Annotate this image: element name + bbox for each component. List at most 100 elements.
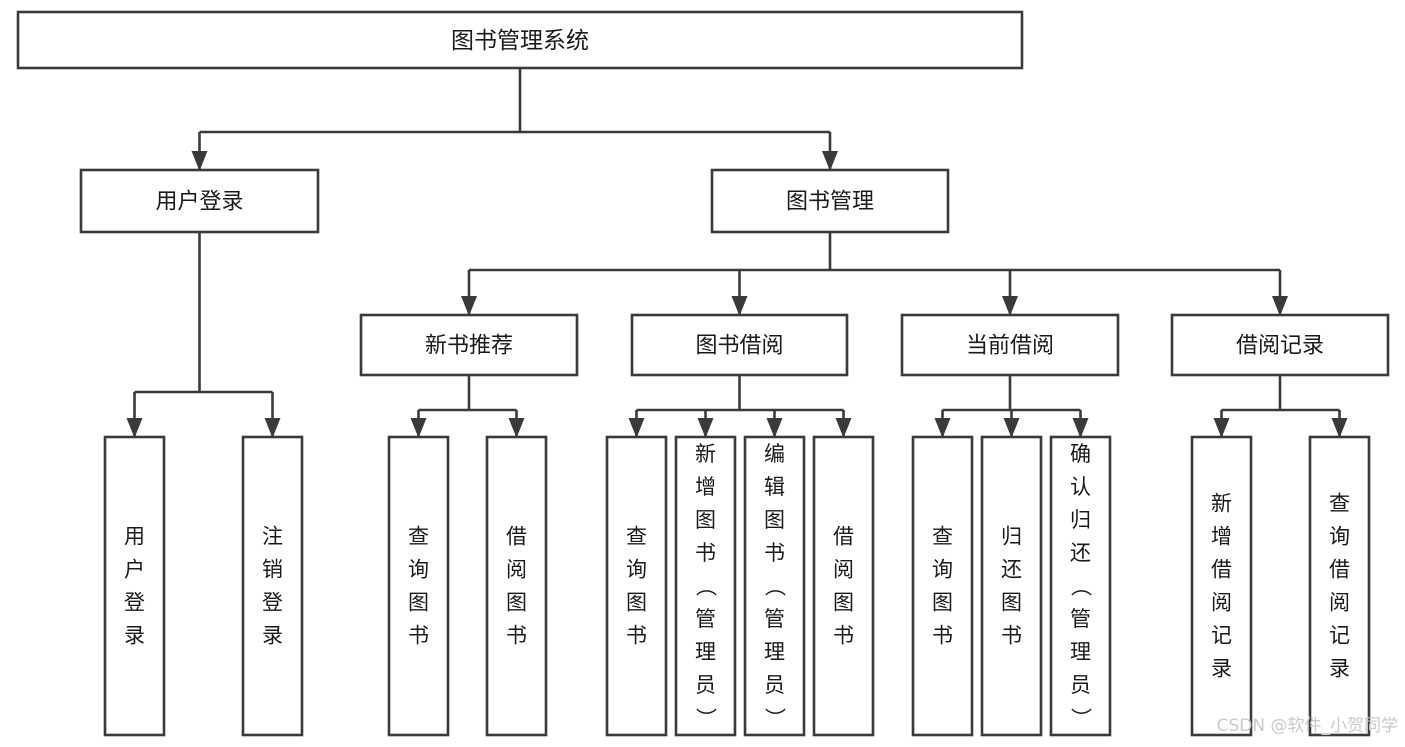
l2-1-arrow-1 bbox=[697, 418, 714, 438]
svg-text:借: 借 bbox=[1329, 558, 1350, 582]
l2-2-arrow-2 bbox=[1072, 418, 1089, 438]
node-level1-1 bbox=[710, 168, 950, 234]
level2-label-3: 借阅记录 bbox=[1236, 334, 1324, 359]
svg-text:增: 增 bbox=[1211, 525, 1232, 549]
svg-text:书: 书 bbox=[408, 624, 429, 648]
svg-text:图: 图 bbox=[695, 508, 716, 532]
node-level2-1 bbox=[630, 313, 849, 377]
svg-text:借: 借 bbox=[506, 525, 527, 549]
svg-text:（: （ bbox=[763, 576, 787, 597]
bookmgmt-arrow-0 bbox=[461, 296, 477, 316]
svg-text:员: 员 bbox=[1070, 673, 1091, 697]
svg-text:查: 查 bbox=[1329, 492, 1350, 516]
svg-text:记: 记 bbox=[1329, 624, 1350, 648]
node-leaf-7 bbox=[812, 435, 875, 737]
svg-text:图: 图 bbox=[506, 591, 527, 615]
svg-text:书: 书 bbox=[1001, 624, 1022, 648]
svg-text:录: 录 bbox=[1329, 657, 1350, 681]
node-leaf-2 bbox=[387, 435, 450, 737]
svg-text:询: 询 bbox=[1329, 525, 1350, 549]
svg-text:（: （ bbox=[694, 576, 718, 597]
svg-text:借: 借 bbox=[833, 525, 854, 549]
node-level2-3 bbox=[1170, 313, 1390, 377]
svg-text:图: 图 bbox=[626, 591, 647, 615]
leaf-label-0: 用户登录 bbox=[124, 525, 145, 648]
svg-text:阅: 阅 bbox=[1211, 591, 1232, 615]
svg-text:新: 新 bbox=[1211, 492, 1232, 516]
svg-text:阅: 阅 bbox=[1329, 591, 1350, 615]
svg-text:录: 录 bbox=[262, 624, 283, 648]
csdn-watermark: CSDN @软件_小贺同学 bbox=[1217, 716, 1398, 736]
svg-text:登: 登 bbox=[124, 591, 145, 615]
svg-text:图: 图 bbox=[764, 508, 785, 532]
svg-text:销: 销 bbox=[262, 558, 283, 582]
svg-text:）: ） bbox=[694, 708, 718, 729]
node-leaf-12 bbox=[1308, 435, 1371, 737]
l2-0-arrow-1 bbox=[508, 418, 525, 438]
svg-text:理: 理 bbox=[764, 640, 785, 664]
svg-text:编: 编 bbox=[764, 442, 785, 466]
svg-text:书: 书 bbox=[833, 624, 854, 648]
svg-text:阅: 阅 bbox=[506, 558, 527, 582]
svg-text:新: 新 bbox=[695, 442, 716, 466]
svg-text:图: 图 bbox=[1001, 591, 1022, 615]
svg-text:增: 增 bbox=[695, 475, 716, 499]
connectors-layer bbox=[126, 68, 1348, 438]
svg-text:辑: 辑 bbox=[764, 475, 785, 499]
node-level2-2 bbox=[900, 313, 1120, 377]
l2-0-arrow-0 bbox=[410, 418, 427, 438]
svg-text:图: 图 bbox=[833, 591, 854, 615]
svg-text:查: 查 bbox=[626, 525, 647, 549]
svg-text:询: 询 bbox=[626, 558, 647, 582]
node-leaf-9 bbox=[980, 435, 1043, 737]
svg-text:管: 管 bbox=[764, 607, 785, 631]
bookmgmt-arrow-3 bbox=[1272, 296, 1288, 316]
svg-text:归: 归 bbox=[1001, 525, 1022, 549]
svg-text:查: 查 bbox=[408, 525, 429, 549]
svg-text:管: 管 bbox=[695, 607, 716, 631]
bookmgmt-arrow-2 bbox=[1002, 296, 1018, 316]
svg-text:户: 户 bbox=[124, 558, 145, 582]
svg-text:用: 用 bbox=[124, 525, 145, 549]
bookmgmt-arrow-1 bbox=[731, 296, 748, 316]
level1-label-0: 用户登录 bbox=[155, 190, 243, 215]
svg-text:登: 登 bbox=[262, 591, 283, 615]
svg-text:询: 询 bbox=[408, 558, 429, 582]
svg-text:询: 询 bbox=[932, 558, 953, 582]
node-level2-0 bbox=[359, 313, 579, 377]
boxes-layer bbox=[16, 10, 1390, 737]
l2-1-arrow-0 bbox=[628, 418, 645, 438]
svg-text:归: 归 bbox=[1070, 508, 1091, 532]
svg-text:）: ） bbox=[763, 708, 787, 729]
svg-text:注: 注 bbox=[262, 525, 283, 549]
root-arrow-0 bbox=[191, 151, 208, 171]
l2-2-arrow-0 bbox=[934, 418, 951, 438]
svg-text:录: 录 bbox=[1211, 657, 1232, 681]
root-arrow-1 bbox=[822, 151, 838, 171]
svg-text:书: 书 bbox=[932, 624, 953, 648]
svg-text:录: 录 bbox=[124, 624, 145, 648]
root-label: 图书管理系统 bbox=[451, 28, 589, 54]
node-root-图书管理系统 bbox=[16, 10, 1024, 70]
svg-text:确: 确 bbox=[1070, 442, 1091, 466]
level2-label-0: 新书推荐 bbox=[425, 334, 513, 359]
svg-text:）: ） bbox=[1069, 708, 1093, 729]
node-leaf-11 bbox=[1190, 435, 1253, 737]
svg-text:理: 理 bbox=[695, 640, 716, 664]
l2-3-arrow-0 bbox=[1213, 418, 1230, 438]
login-arrow-1 bbox=[264, 418, 281, 438]
svg-text:记: 记 bbox=[1211, 624, 1232, 648]
level1-label-1: 图书管理 bbox=[786, 190, 874, 215]
level2-label-1: 图书借阅 bbox=[695, 334, 783, 359]
